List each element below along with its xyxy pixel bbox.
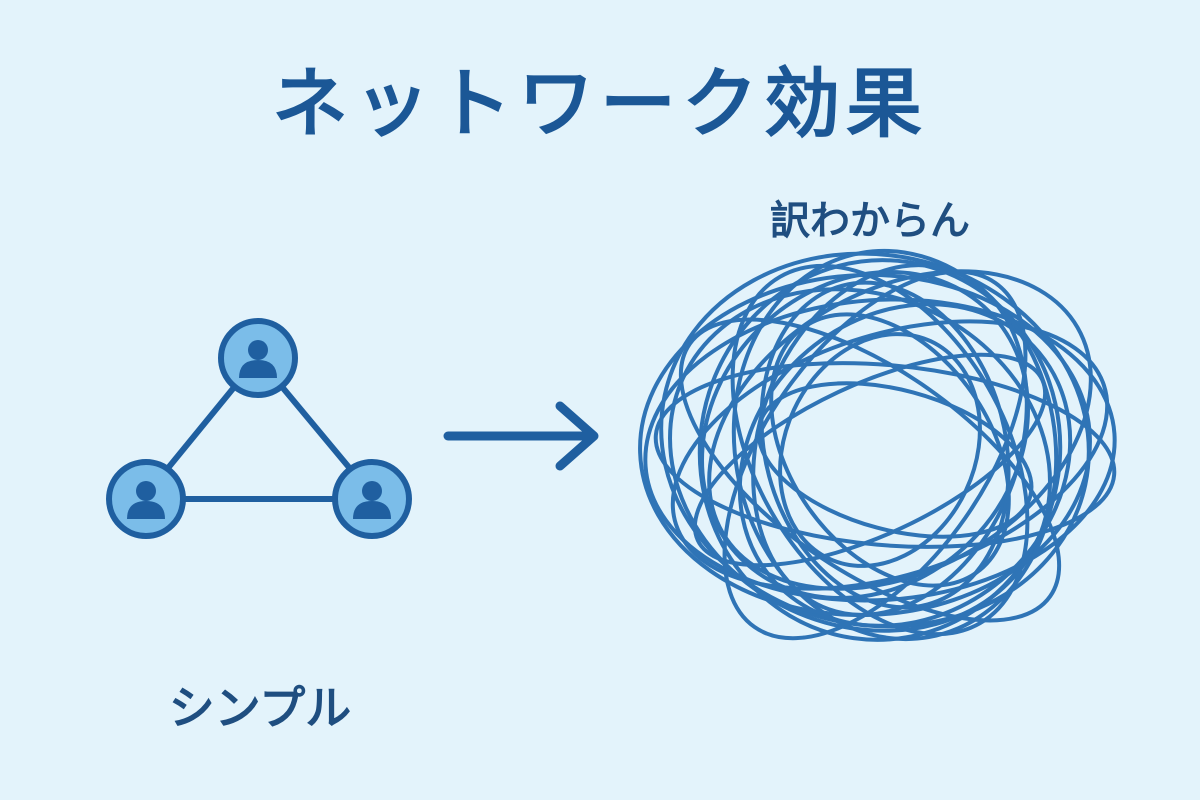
user-node-top <box>218 318 298 398</box>
simple-network <box>106 318 412 539</box>
simple-network-label: シンプル <box>168 681 352 735</box>
tangled-network <box>638 248 1117 642</box>
right-arrow-icon <box>443 401 599 471</box>
page-title: ネットワーク効果 <box>272 59 928 148</box>
user-node-right <box>332 459 412 539</box>
complex-network-label: 訳わからん <box>770 198 970 244</box>
user-node-left <box>106 459 186 539</box>
